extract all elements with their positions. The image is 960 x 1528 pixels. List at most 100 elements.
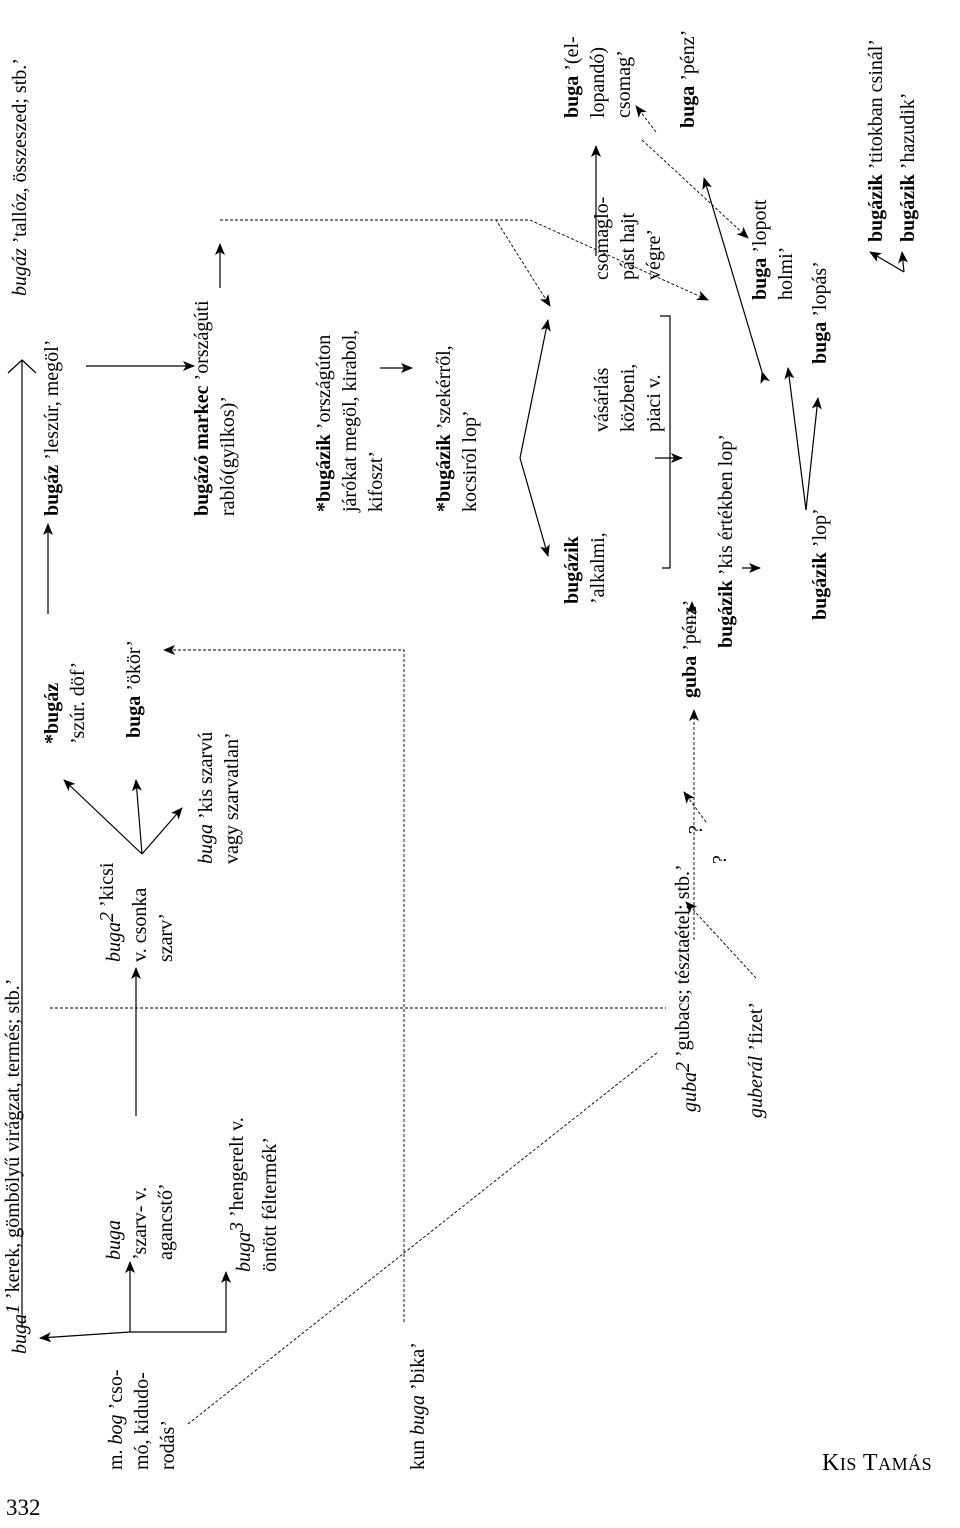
node-q1: ? xyxy=(709,855,731,864)
node-text-run: pást hajt xyxy=(617,212,639,280)
node-text-run: buga xyxy=(809,322,831,364)
node-guba-penz: guba ’pénz’ xyxy=(679,600,701,698)
node-szekerrol: *bugázik ’szekérről,kocsiról lop’ xyxy=(433,345,481,512)
node-text-run: ’cso- xyxy=(105,1369,127,1414)
node-elopando: buga ’(el-lopandó)csomag’ xyxy=(561,36,635,118)
node-text-run: ’kicsi xyxy=(96,862,118,912)
node-text-run: 3 xyxy=(226,1222,248,1233)
dash-csomag-lopott xyxy=(641,139,749,239)
node-text-run: ’lopott xyxy=(749,199,771,258)
node-text-run: ? xyxy=(709,855,731,864)
node-text-run: járókat megöl, kirabol, xyxy=(339,330,361,513)
node-text-run: csomag’ xyxy=(613,50,635,118)
node-guberal: guberál ’fizet’ xyxy=(745,1002,767,1118)
node-text-run: 1 xyxy=(2,1304,24,1314)
node-text-run: kocsiról lop’ xyxy=(459,410,481,512)
node-q2: ? xyxy=(685,825,707,834)
node-text-run: bugázik xyxy=(561,535,583,604)
running-head-initial: T xyxy=(856,1450,879,1476)
arrow-mbog-buga3 xyxy=(130,1271,231,1333)
node-text-run: agancstő’ xyxy=(155,1183,177,1260)
node-text-run: ’hengerelt v. xyxy=(226,1117,248,1222)
rotated-diagram-group: m. bog ’cso-mó, kidudo-rodás’buga1 ’kere… xyxy=(2,30,919,1470)
dash-csomag-penz xyxy=(635,105,657,133)
node-text-run: *bugázik xyxy=(433,433,455,512)
node-text-run: közbeni, xyxy=(617,364,639,432)
node-text-run: piaci v. xyxy=(643,374,665,432)
node-text-run: ’tallóz, összeszed; stb.’ xyxy=(9,58,31,248)
running-head-initial: K xyxy=(822,1450,840,1476)
node-alkalmi: bugázik’alkalmi, xyxy=(561,532,609,604)
node-okor: buga ’ökör’ xyxy=(123,640,145,738)
node-text-run: ’lop’ xyxy=(809,508,831,552)
node-text-run: ’kerek, gömbölyű virágzat, termés; stb.’ xyxy=(2,979,24,1304)
node-text-run: guba xyxy=(679,656,701,698)
node-text-run: buga xyxy=(195,824,217,864)
node-text-run: ’országúton xyxy=(313,335,335,434)
node-text-run: ’kis szarvú xyxy=(195,732,217,824)
dash-q-guba xyxy=(683,791,707,823)
node-text-run: buga xyxy=(9,1314,31,1354)
arrow-buga2-szarvu xyxy=(141,807,183,855)
node-mbog: m. bog ’cso-mó, kidudo-rodás’ xyxy=(105,1369,179,1470)
node-text-run: ’szarv- v. xyxy=(129,1187,151,1260)
node-text-run: ’lopás’ xyxy=(809,261,831,322)
running-head-smallcaps: AMÁS xyxy=(878,1454,933,1474)
arrow-buga2-okor xyxy=(131,779,143,855)
node-lopas: buga ’lopás’ xyxy=(809,261,831,364)
arrow-szekerrol-alkalmi xyxy=(519,457,550,557)
node-text-run: buga xyxy=(233,1232,255,1272)
node-kunbuga: kun buga ’bika’ xyxy=(407,1342,429,1470)
node-text-run: holmi’ xyxy=(775,247,797,300)
dash-guberal-guba xyxy=(685,901,757,979)
arrow-lopott-penz xyxy=(702,177,770,384)
node-hazudik: bugázik ’hazudik’ xyxy=(897,93,919,242)
node-text-run: ’kis értékben lop’ xyxy=(715,434,737,580)
node-text-run: ’hazudik’ xyxy=(897,93,919,175)
node-text-run: ? xyxy=(685,825,707,834)
node-text-run: bugázik xyxy=(897,173,919,242)
node-text-run: ’gubacs; tésztaétel; stb.’ xyxy=(672,864,694,1062)
node-bugaz-talloz: bugáz ’tallóz, összeszed; stb.’ xyxy=(9,58,31,296)
node-text-run: rabló(gyilkos)’ xyxy=(217,396,239,516)
node-text-run: bugázik xyxy=(809,551,831,620)
node-text-run: ’pénz’ xyxy=(679,600,701,656)
node-buga3: buga3 ’hengerelt v. öntött féltermék’ xyxy=(226,1117,281,1272)
node-buga1: buga1 ’kerek, gömbölyű virágzat, termés;… xyxy=(2,979,31,1354)
node-lopott: buga ’lopottholmi’ xyxy=(749,199,797,300)
node-text-run: kifoszt’ xyxy=(365,451,387,512)
node-text-run: buga xyxy=(103,922,125,962)
node-text-run: ’(el- xyxy=(561,36,583,75)
arrow-lop-lopott xyxy=(784,367,807,511)
node-text-run: buga xyxy=(749,258,771,300)
node-text-run: ’leszúr, megöl’ xyxy=(41,340,63,465)
node-text-run: 2 xyxy=(96,912,118,922)
node-bugaz-szur: *bugáz’szúr. döf’ xyxy=(41,662,89,744)
arrow-buga2-szur xyxy=(63,779,143,855)
node-text-run: vásárlás xyxy=(591,367,613,432)
node-text-run: rodás’ xyxy=(157,1420,179,1470)
arrow-mbog-buga1 xyxy=(39,1331,131,1343)
node-text-run: kun xyxy=(407,1435,429,1470)
dash-talloz-kisertek xyxy=(430,219,709,301)
node-text-run: ’országúti xyxy=(191,300,213,385)
arrow-hazudik xyxy=(898,251,909,273)
node-text-run: végre’ xyxy=(643,229,665,280)
running-head: KIS TAMÁS xyxy=(822,1450,932,1477)
node-titokban: bugázik ’titokban csinál’ xyxy=(865,39,887,242)
node-text-run: buga xyxy=(677,86,699,128)
node-text-run: ’pénz’ xyxy=(677,30,699,86)
dash-talloz-alkalmi xyxy=(220,219,551,307)
node-text-run: guberál xyxy=(745,1055,767,1118)
arrow-titokban xyxy=(869,251,905,273)
node-text-run: bugázik xyxy=(865,173,887,242)
node-text-run: öntött féltermék’ xyxy=(259,1137,281,1272)
node-text-run: ’szúr. döf’ xyxy=(67,662,89,744)
